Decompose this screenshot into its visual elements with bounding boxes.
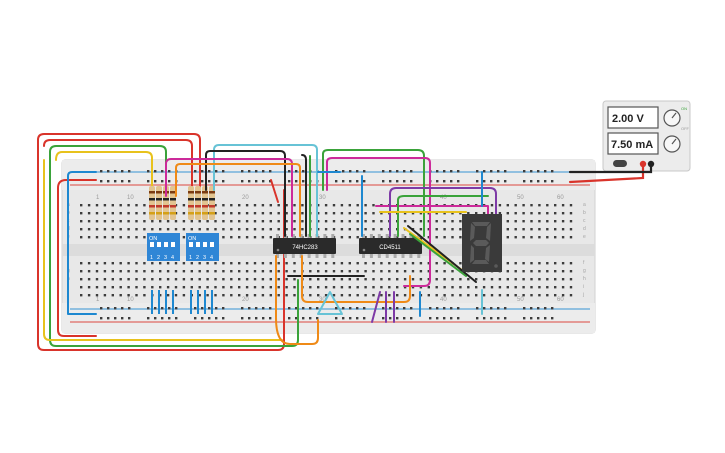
wire-cyan-triangle[interactable] [317,291,343,315]
column-number: 50 [517,195,524,201]
display-digit: 8 [0,0,1,1]
wire-green-decoder[interactable] [322,149,425,237]
column-number: 60 [557,297,564,303]
row-letter: h [583,276,586,282]
seven-segment-display[interactable]: 8 [0,0,502,272]
row-letter: i [583,284,584,290]
wire-black-top[interactable] [205,150,286,237]
current-display [607,132,659,155]
row-letter: f [583,260,585,266]
dip-position: 4 [171,255,174,261]
chip-label-adder: 74HC283 [292,245,318,251]
wire-purple-1[interactable] [371,291,381,323]
voltage-display [607,106,659,129]
column-number: 30 [319,195,326,201]
wire-purple-display[interactable] [389,187,497,237]
dip-position: 2 [196,255,199,261]
dip-position: 3 [203,255,206,261]
wire-magenta-top[interactable] [165,158,293,237]
dip-position: 4 [210,255,213,261]
wire-green-diag[interactable] [409,233,467,277]
wire-orange-top[interactable] [175,163,301,237]
wire-power-negative[interactable] [568,164,653,174]
dip-on-label: ON [149,236,157,242]
resistor-array[interactable] [149,186,215,220]
wire-red-short[interactable] [270,179,279,203]
dip-switch-1[interactable]: ON 1 2 3 4 [147,233,180,261]
positive-terminal-icon[interactable] [639,160,647,168]
dip-position: 1 [150,255,153,261]
wire-black-diag[interactable] [407,225,477,283]
wire-orange-chip[interactable] [301,255,411,303]
dip-position: 2 [157,255,160,261]
row-letter: j [582,292,584,298]
current-readout: 7.50 mA [611,139,653,151]
dip-switch-2[interactable]: ON 1 2 3 4 [186,233,219,261]
row-letter: d [583,226,586,232]
dip-position: 3 [164,255,167,261]
negative-terminal-icon[interactable] [647,160,655,168]
column-number: 50 [517,297,524,303]
segment-glyph-icon [470,222,498,268]
dip-on-label: ON [188,236,196,242]
dip-ground-jumpers[interactable] [151,290,213,314]
chip-74hc283[interactable]: 74HC283 [273,234,336,258]
column-number: 1 [96,297,100,303]
wire-blue-left[interactable] [67,171,97,315]
column-number: 20 [242,195,249,201]
wire-red-loop-3[interactable] [43,139,193,197]
power-supply[interactable]: 2.00 V 7.50 mA ON OFF [602,100,691,172]
column-number: 40 [440,297,447,303]
wire-orange-bottom[interactable] [275,255,319,345]
column-number: 40 [440,195,447,201]
column-number: 10 [127,297,134,303]
chip-cd4511[interactable]: CD4511 [359,234,422,258]
row-letter: a [583,202,586,208]
wire-magenta-decoder[interactable] [326,157,431,287]
row-letter: g [583,268,586,274]
row-letter: c [583,218,586,224]
wire-yellow-top[interactable] [55,151,153,191]
voltage-readout: 2.00 V [612,113,644,125]
wire-cyan-top[interactable] [213,144,318,237]
column-number: 1 [96,195,100,201]
dip-position: 1 [189,255,192,261]
wire-red-left[interactable] [57,179,97,337]
wire-magenta-display[interactable] [375,205,489,215]
wire-green-display[interactable] [397,195,489,237]
row-letter: b [583,210,586,216]
wire-black-2[interactable] [301,154,307,237]
dip-toggles[interactable] [150,242,175,251]
row-letter: e [583,234,586,240]
wire-green-loop[interactable] [49,151,299,347]
wire-green-top[interactable] [49,145,167,191]
column-number: 10 [127,195,134,201]
column-number: 60 [557,195,564,201]
dip-toggles[interactable] [189,242,214,251]
on-label: ON [681,106,687,111]
off-label: OFF [681,126,690,131]
wire-power-positive[interactable] [568,164,645,184]
column-number: 20 [242,297,249,303]
power-switch[interactable] [613,160,627,167]
wire-yellow-loop[interactable] [43,159,283,341]
wire-red-loop[interactable] [37,133,201,197]
column-number: 30 [319,297,326,303]
chip-label-decoder: CD4511 [379,245,401,251]
